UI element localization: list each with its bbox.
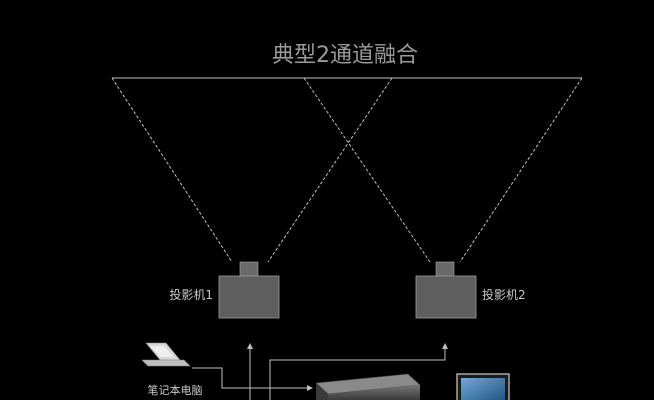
projector-2-body: [415, 275, 477, 319]
beam-2-left: [303, 77, 431, 263]
diagram-title: 典型2通道融合: [272, 43, 418, 68]
monitor-icon: [456, 373, 510, 400]
blend-processor-icon: [315, 373, 421, 400]
beam-1-left: [111, 77, 233, 263]
projector-1-label: 投影机1: [169, 287, 213, 302]
projector-1-lens: [239, 261, 259, 277]
projector-2-label: 投影机2: [482, 287, 526, 302]
projector-2-lens: [435, 261, 455, 277]
projection-beams: [111, 77, 583, 263]
laptop-label: 笔记本电脑: [148, 383, 203, 397]
projector-1: [218, 261, 280, 319]
beam-1-right: [267, 77, 393, 263]
beam-2-right: [459, 77, 583, 263]
laptop-icon: [141, 342, 191, 367]
signal-lines: [192, 343, 448, 400]
projector-2: [415, 261, 477, 319]
laptop-to-blender: [192, 367, 313, 391]
signal-to-projector-2: [269, 343, 448, 400]
projector-1-body: [218, 275, 280, 319]
